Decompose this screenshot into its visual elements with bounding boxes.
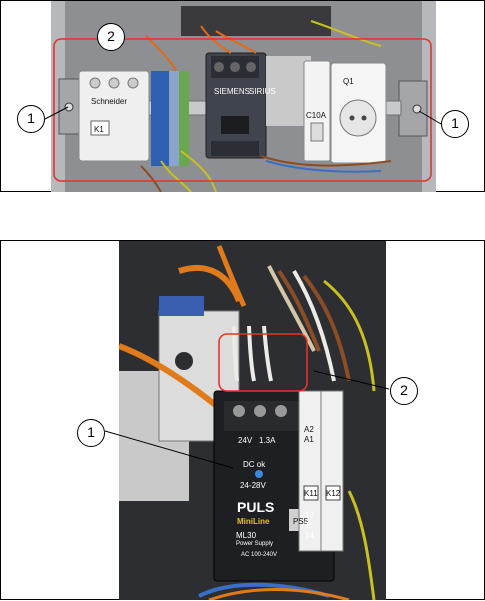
label-dc-ok: DC ok — [243, 460, 265, 469]
label-model: ML30 — [236, 531, 256, 540]
label-brand: PULS — [237, 499, 274, 515]
label-brand: SIEMENS — [214, 87, 250, 96]
label-k11: K11 — [304, 489, 318, 498]
figure-top: Schneider K1 SIEMENS SIRIUS C10A Q1 1 2 … — [0, 0, 485, 192]
callout-2: 2 — [390, 377, 418, 405]
label-t11: 11 — [305, 521, 313, 530]
callout-1-left: 1 — [17, 105, 45, 133]
label-a2: A2 — [304, 425, 314, 434]
callout-2: 2 — [97, 23, 125, 51]
callout-1: 1 — [77, 419, 105, 447]
label-input: AC 100-240V — [241, 552, 277, 558]
label-k12: K12 — [326, 489, 340, 498]
label-a1: A1 — [304, 435, 314, 444]
label-k1: K1 — [94, 125, 104, 134]
label-series: MiniLine — [237, 517, 269, 526]
figure-bottom: 24V 1.3A DC ok 24-28V PULS MiniLine ML30… — [0, 240, 485, 600]
label-contactor-brand: Schneider — [91, 97, 127, 106]
label-t14: 14 — [305, 531, 314, 540]
label-q1: Q1 — [343, 77, 354, 86]
callout-1-right: 1 — [441, 110, 469, 138]
label-model: SIRIUS — [249, 87, 276, 96]
label-voltage: 24V — [238, 436, 252, 445]
photo-power-supply: 24V 1.3A DC ok 24-28V PULS MiniLine ML30… — [119, 241, 386, 600]
label-power-supply: Power Supply — [236, 541, 273, 547]
label-breaker: C10A — [306, 111, 326, 120]
label-range: 24-28V — [240, 481, 266, 490]
label-t12: 12 — [305, 511, 314, 520]
label-current: 1.3A — [259, 436, 275, 445]
